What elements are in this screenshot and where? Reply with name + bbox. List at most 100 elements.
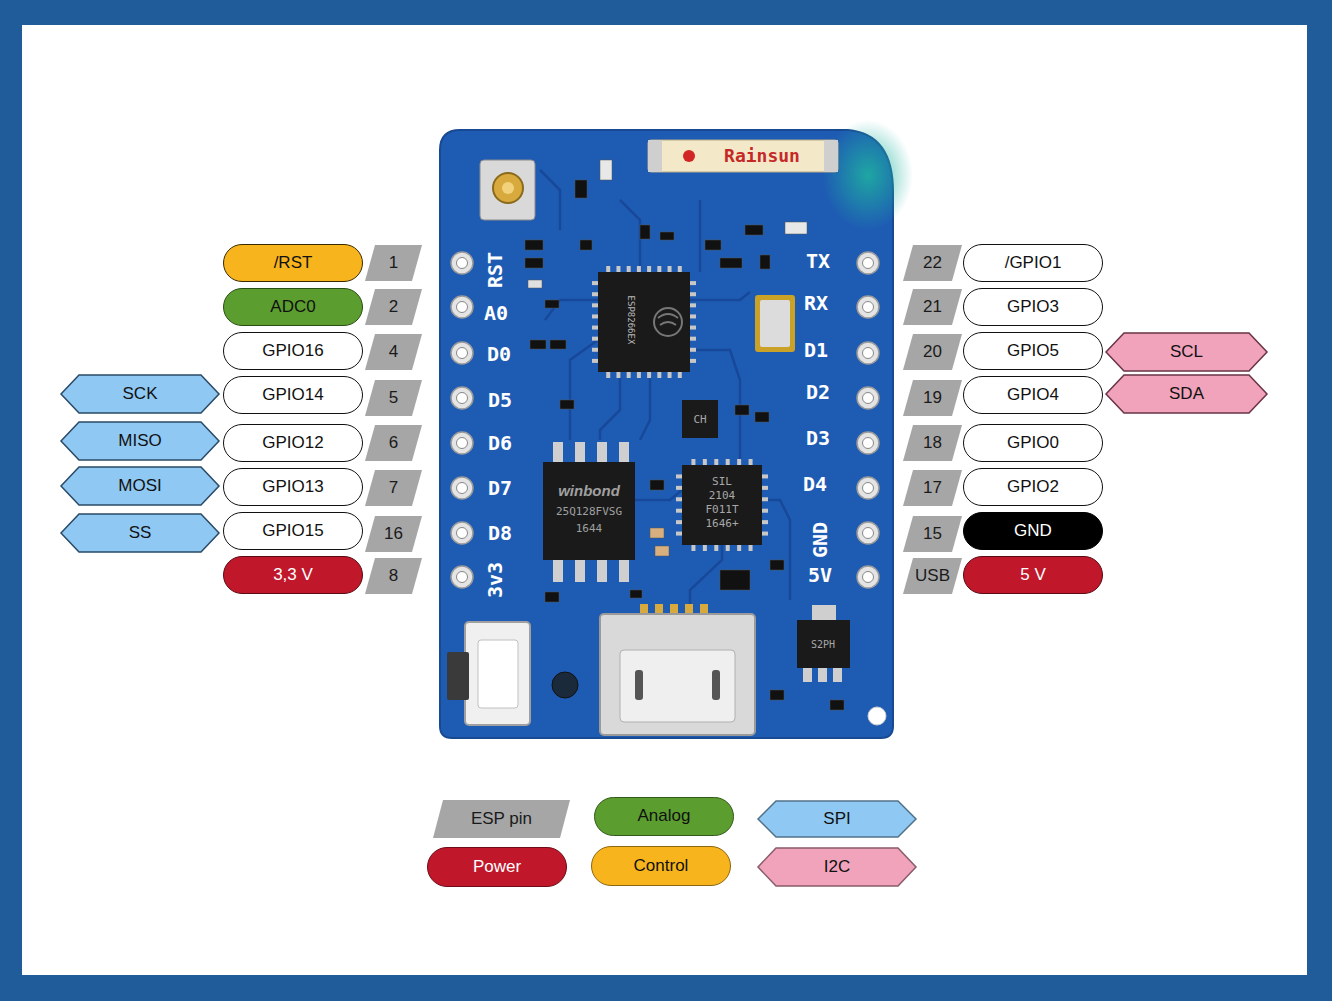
reset-button <box>447 622 530 725</box>
pin-number: 20 <box>923 343 942 362</box>
header-hole <box>451 296 473 318</box>
pin-number-tag <box>365 425 422 461</box>
chip-marking: S2PH <box>811 640 835 650</box>
legend-swatch: ESP pin <box>433 800 570 838</box>
legend-swatch <box>433 800 570 838</box>
header-hole <box>457 393 468 404</box>
silkscreen-label: 5V <box>808 565 832 585</box>
silkscreen-label: D8 <box>488 523 512 543</box>
usb-uart-chip <box>682 465 762 545</box>
pin-name: SCK <box>123 385 158 404</box>
smd-component <box>550 340 566 349</box>
chip-marking: F011T <box>705 504 738 515</box>
smd-component <box>580 240 592 250</box>
silkscreen-label: RST <box>485 252 505 288</box>
pcb-trace <box>640 372 650 440</box>
esp-pin-number: 2 <box>365 289 422 325</box>
pin-number-tag <box>365 380 422 416</box>
chip-pin <box>676 474 682 478</box>
pcb-trace <box>630 490 682 500</box>
chip-pin <box>690 348 696 352</box>
header-hole <box>863 483 874 494</box>
chip-pin <box>627 372 631 378</box>
chip-pin <box>668 266 672 272</box>
smd-component <box>830 700 844 710</box>
header-hole <box>451 296 473 318</box>
silkscreen-label: D3 <box>806 428 830 448</box>
board-glow <box>823 120 913 230</box>
pin-number: 8 <box>389 567 398 586</box>
legend-swatch: Analog <box>594 797 734 836</box>
smd-component <box>660 232 674 240</box>
signal-hexagon <box>61 514 219 552</box>
chip-pin <box>606 372 610 378</box>
legend-swatch: SPI <box>757 800 917 838</box>
pin-name: SDA <box>1169 385 1204 404</box>
legend-item: I2C <box>757 847 917 887</box>
esp-pin-number: 19 <box>903 380 962 416</box>
legend-swatch <box>758 801 916 837</box>
signal-hexagon <box>1106 333 1267 371</box>
flash-chip <box>543 442 635 582</box>
pin-number: 7 <box>389 479 398 498</box>
voltage-regulator <box>797 620 850 668</box>
pin-number: 5 <box>389 389 398 408</box>
gpio-label: GPIO15 <box>223 512 363 550</box>
pin-name: MISO <box>118 432 161 451</box>
chip-pin <box>762 520 768 524</box>
ground-pin-label: GND <box>963 512 1103 550</box>
header-hole <box>457 438 468 449</box>
voltage-regulator <box>833 666 842 682</box>
chip-pin <box>676 459 768 551</box>
analog-pin-label: ADC0 <box>223 288 363 326</box>
header-hole <box>457 302 468 313</box>
esp-pin-number: 5 <box>365 380 422 416</box>
smd-component <box>650 480 664 490</box>
gpio-label: /GPIO1 <box>963 244 1103 282</box>
chip-pin <box>657 372 661 378</box>
pcb-trace <box>540 170 560 230</box>
chip-pin <box>737 459 741 465</box>
header-hole <box>451 432 473 454</box>
pcb-trace <box>762 500 790 600</box>
voltage-regulator <box>797 605 850 682</box>
flash-chip <box>619 442 629 464</box>
flash-chip <box>575 442 585 464</box>
pin-name: MOSI <box>118 477 161 496</box>
esp-pin-number: 6 <box>365 425 422 461</box>
header-hole <box>863 302 874 313</box>
pin-number-tag <box>365 470 422 506</box>
pin-name: 5 V <box>1020 566 1046 585</box>
pin-number-tag <box>365 558 422 594</box>
chip-marking: ESP8266EX <box>626 296 635 345</box>
legend-item: Power <box>427 847 567 887</box>
pin-name: GPIO12 <box>262 434 323 453</box>
silkscreen-label: GND <box>810 522 830 558</box>
chip-pin <box>690 303 696 307</box>
chip-marking: 2104 <box>709 490 736 501</box>
smd-component <box>640 225 650 239</box>
ceramic-antenna <box>648 140 662 172</box>
header-hole <box>451 566 473 588</box>
chip-pin <box>637 372 641 378</box>
legend-swatch: Control <box>591 846 731 886</box>
smd-component <box>745 225 763 235</box>
header-hole <box>451 252 473 274</box>
spi-signal-tag: SS <box>60 513 220 553</box>
header-hole <box>857 522 879 544</box>
voltage-regulator <box>803 666 812 682</box>
wemos-board <box>440 120 913 738</box>
chip-pin <box>647 372 651 378</box>
legend-text: Analog <box>638 807 691 826</box>
pin-name: SCL <box>1170 343 1203 362</box>
header-hole <box>863 572 874 583</box>
esp8266-chip <box>598 272 690 372</box>
gpio-label: GPIO4 <box>963 376 1103 414</box>
voltage-regulator <box>812 605 836 621</box>
small-chip <box>682 400 718 438</box>
pin-number-tag <box>903 334 962 370</box>
pin-number: USB <box>915 567 950 586</box>
pin-number: 15 <box>923 525 942 544</box>
spi-signal-tag: MOSI <box>60 466 220 506</box>
pin-number: 4 <box>389 343 398 362</box>
